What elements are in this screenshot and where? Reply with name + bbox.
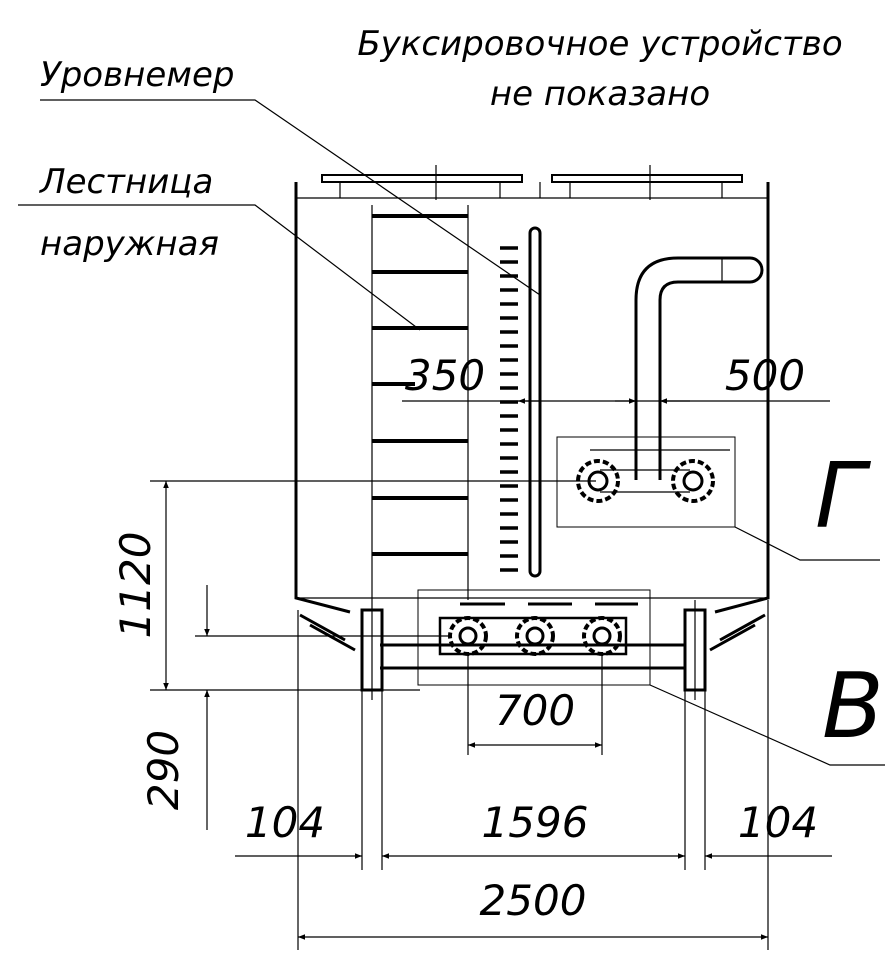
dim-1120: 1120 [111, 532, 160, 639]
dim-104-right: 104 [738, 798, 818, 847]
towing-note-line1: Буксировочное устройство [357, 24, 842, 64]
dim-104-left: 104 [245, 798, 325, 847]
level-gauge [500, 226, 542, 578]
dimension-700 [467, 655, 603, 755]
vent-pipe [634, 256, 764, 480]
dim-2500: 2500 [480, 876, 587, 925]
view-label-g: Г [815, 444, 872, 549]
view-v-leader [649, 684, 885, 766]
ladder-label-line1: Лестница [38, 162, 213, 202]
towing-note-line2: не показано [490, 74, 710, 114]
ladder-label-line2: наружная [40, 224, 219, 264]
level-gauge-leader [40, 99, 541, 296]
dim-290: 290 [139, 730, 188, 810]
dimension-350-500 [402, 395, 830, 410]
valve-assembly-v [417, 589, 651, 686]
level-gauge-label: Уровнемер [40, 55, 234, 95]
view-g-leader [734, 526, 880, 561]
top-hatch-right [551, 165, 743, 200]
dimension-290 [195, 585, 450, 830]
top-hatch-left [321, 165, 523, 200]
dim-700: 700 [495, 686, 575, 735]
external-ladder [371, 205, 469, 600]
dim-1596: 1596 [482, 798, 589, 847]
view-label-v: В [822, 654, 884, 759]
dim-350: 350 [405, 351, 485, 400]
dim-500: 500 [725, 351, 805, 400]
tank-body [294, 182, 770, 614]
valve-assembly-g [556, 436, 736, 528]
dimension-1120 [150, 480, 596, 691]
ladder-leader [18, 204, 421, 331]
bottom-extension-lines [297, 600, 769, 950]
